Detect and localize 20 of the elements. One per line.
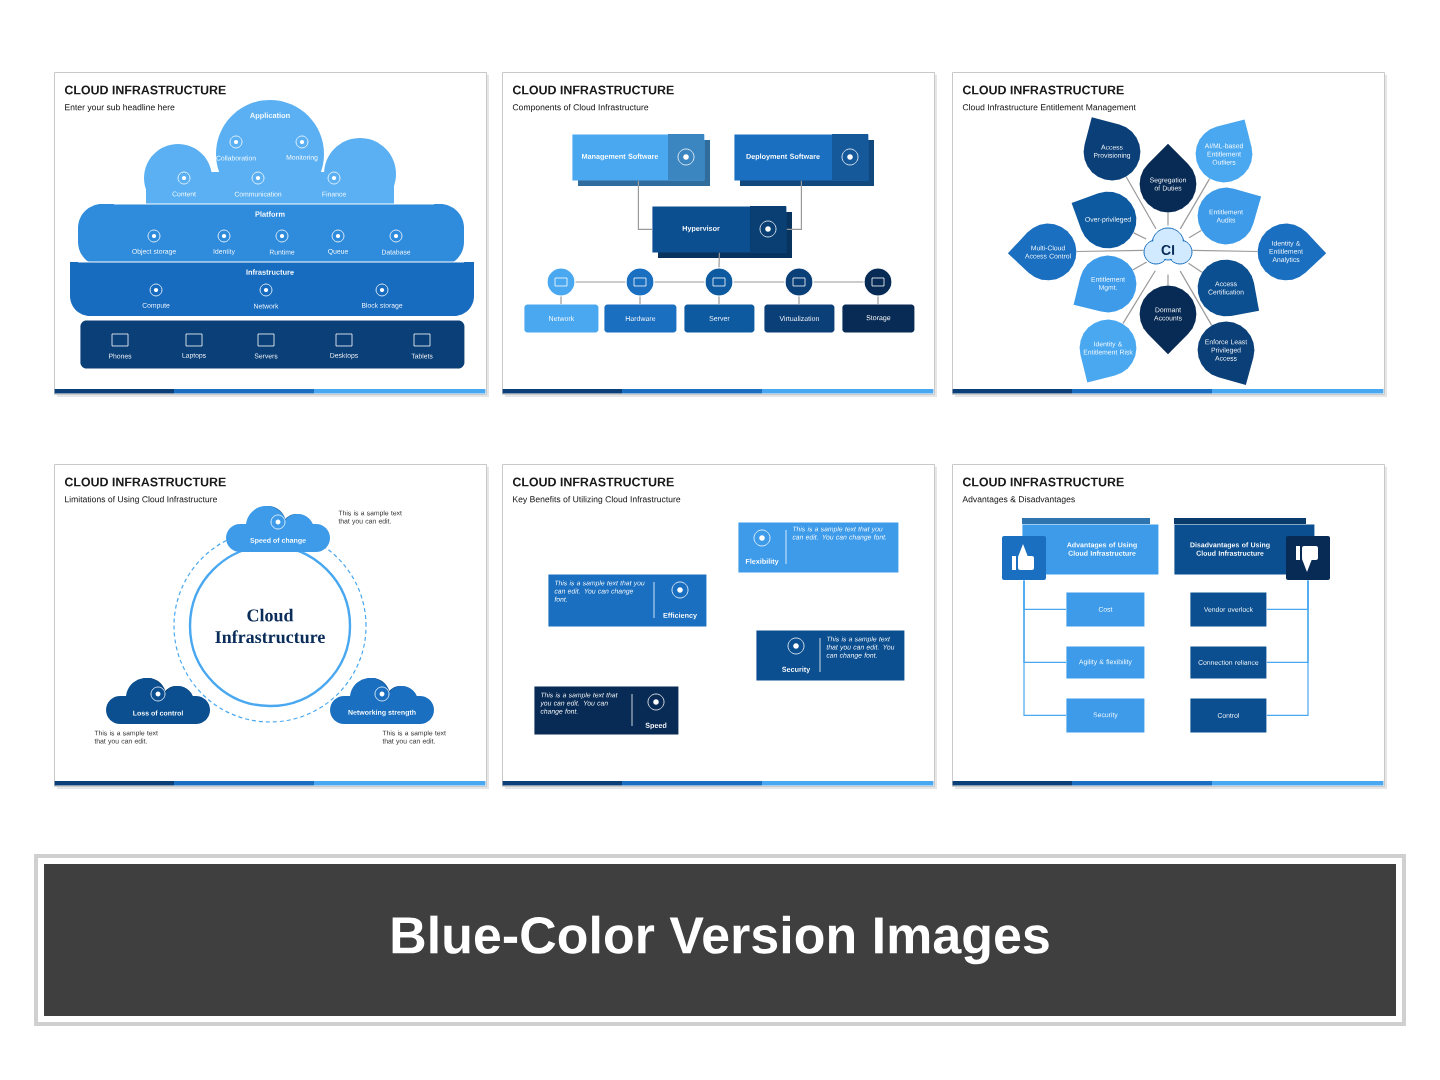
connector-line <box>733 281 785 283</box>
connector-line <box>1132 261 1148 271</box>
connector-line <box>1179 178 1211 230</box>
connector-line <box>1187 262 1203 273</box>
connector-line <box>1188 229 1202 239</box>
connector-line <box>1125 176 1157 230</box>
connector-line <box>637 180 653 230</box>
connector-line <box>1076 249 1145 253</box>
connector-line <box>1266 579 1309 716</box>
connector-line <box>1191 249 1258 253</box>
connector-line <box>1122 270 1156 325</box>
connector-line <box>1133 232 1147 240</box>
connector-line <box>654 281 705 283</box>
connector-line <box>813 281 864 283</box>
connector-line <box>1167 273 1169 286</box>
connector-line <box>786 180 802 230</box>
title-banner: Blue-Color Version Images <box>34 854 1406 1026</box>
connector-line <box>1023 579 1067 716</box>
connector-line <box>1167 212 1169 227</box>
connector-line <box>575 281 626 283</box>
